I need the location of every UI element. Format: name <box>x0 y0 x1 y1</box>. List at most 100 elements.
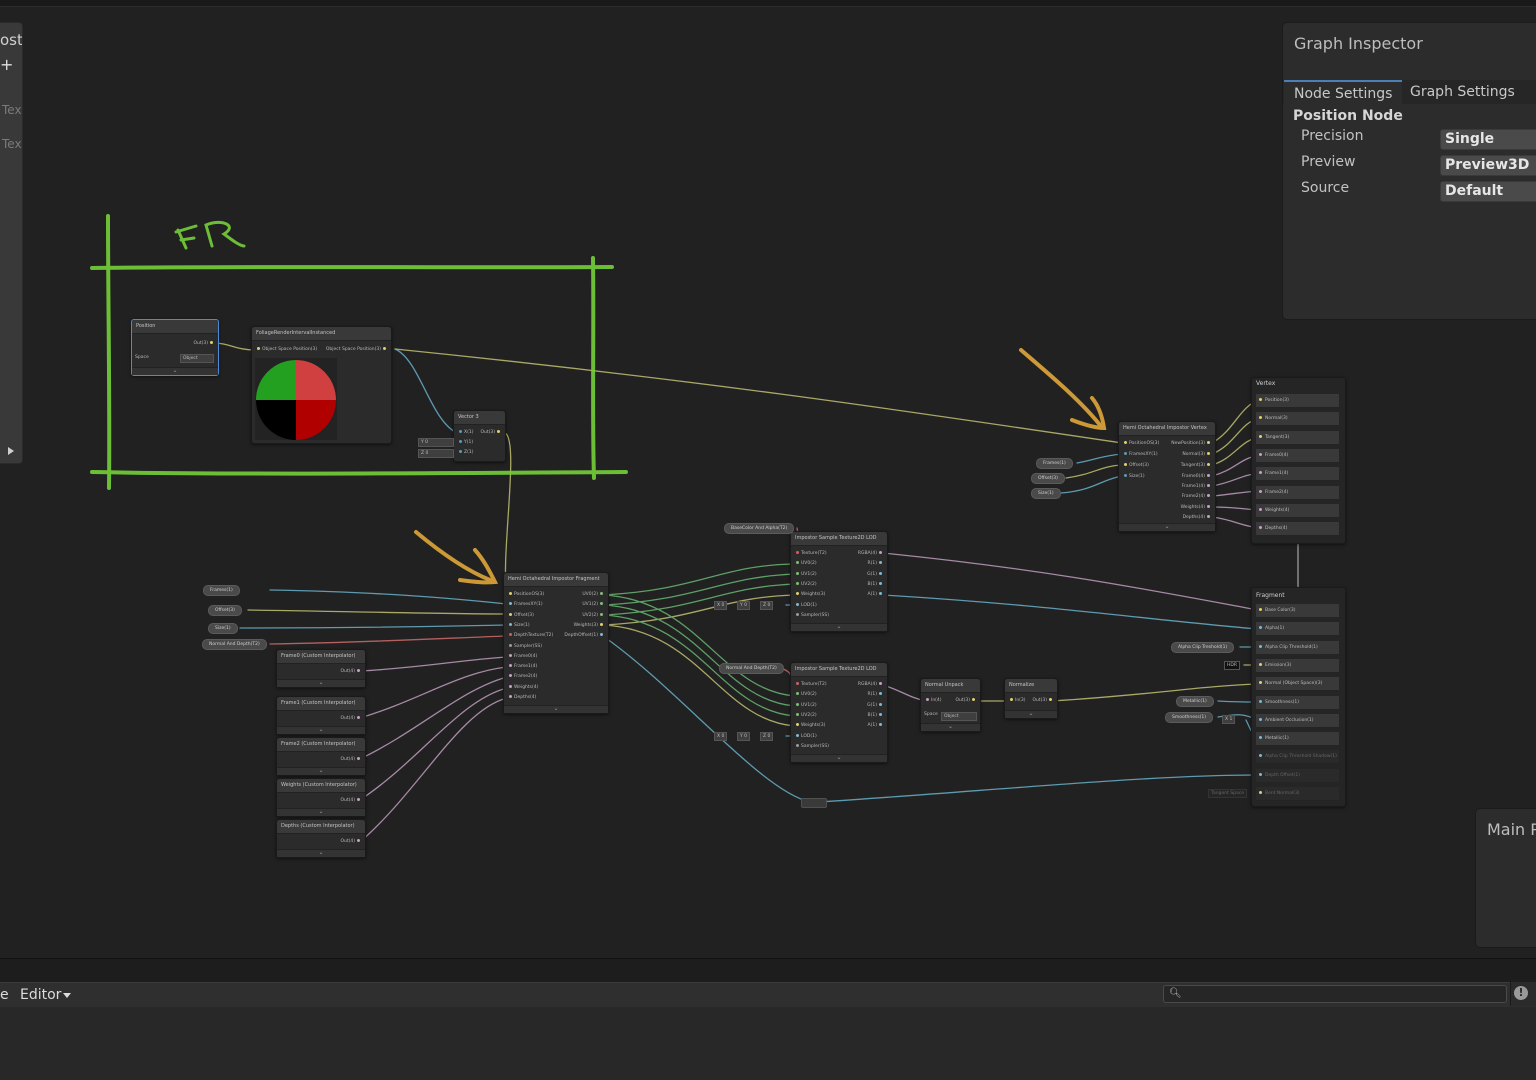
port-in[interactable]: UV0(2) <box>794 690 817 700</box>
vector3-z-input[interactable]: Z 0 <box>418 449 454 458</box>
port-in[interactable]: Depths(4) <box>507 693 536 703</box>
shader-graph-canvas[interactable]: FR ost + Tex Tex Position Out(3) Space O… <box>0 0 1536 958</box>
port-out[interactable]: NewPosition(3) <box>1171 439 1212 449</box>
add-property-button[interactable]: + <box>0 55 14 74</box>
port-out[interactable]: Depths(4) <box>1183 513 1212 523</box>
property-normal-depth[interactable]: Normal And Depth(T2) <box>202 639 267 650</box>
collapse-chevron-icon[interactable]: ⌄ <box>132 367 218 375</box>
port-in[interactable]: PositionOS(3) <box>1122 439 1159 449</box>
port-in[interactable]: In(4) <box>924 696 942 706</box>
port-in[interactable]: Offset(3) <box>1122 461 1149 471</box>
port-out[interactable]: B(1) <box>868 711 884 721</box>
interp-node-frame0[interactable]: Frame0 (Custom Interpolator) Out(4) ⌄ <box>276 649 366 688</box>
port-in[interactable]: In(3) <box>1008 696 1026 706</box>
port-in[interactable]: Sampler(SS) <box>794 742 829 752</box>
stack-block[interactable]: Alpha Clip Threshold(1) <box>1256 640 1339 655</box>
port-out[interactable]: Out(4) <box>340 667 362 677</box>
port-out[interactable]: UV0(2) <box>582 590 605 600</box>
port-in[interactable]: X(1) <box>457 428 473 438</box>
source-dropdown[interactable]: Default <box>1440 181 1536 202</box>
property-size[interactable]: Size(1) <box>208 623 238 634</box>
port-in[interactable]: LOD(1) <box>794 601 817 611</box>
port-out[interactable]: A(1) <box>868 590 884 600</box>
stack-block[interactable]: Bent Normal(3) <box>1256 787 1339 801</box>
port-out[interactable]: RGBA(4) <box>858 680 884 690</box>
collapse-chevron-icon[interactable]: ⌄ <box>791 623 887 631</box>
impostor-fragment-node[interactable]: Hemi Octahedral Impostor Fragment ⌄ Posi… <box>503 572 609 714</box>
port-out[interactable]: G(1) <box>867 701 884 711</box>
port-out[interactable]: Tangent(3) <box>1181 461 1212 471</box>
property-normal-depth-2[interactable]: Normal And Depth(T2) <box>719 663 784 674</box>
property-offset[interactable]: Offset(3) <box>1031 473 1065 484</box>
stack-block[interactable]: Alpha(1) <box>1256 622 1339 637</box>
stack-block[interactable]: Emission(3) <box>1256 658 1339 673</box>
normal-unpack-node[interactable]: Normal Unpack In(4) Out(3) Space Object … <box>920 678 981 732</box>
stack-block[interactable]: Base Color(3) <box>1256 604 1339 618</box>
stack-block[interactable]: Frame1(4) <box>1256 467 1339 482</box>
collapse-chevron-icon[interactable]: ⌄ <box>277 726 365 734</box>
port-in[interactable]: Frame1(4) <box>507 662 537 672</box>
collapse-chevron-icon[interactable]: ⌄ <box>277 767 365 775</box>
property-offset[interactable]: Offset(3) <box>208 605 242 616</box>
port-in[interactable]: Z(1) <box>457 448 473 458</box>
stack-block[interactable]: Normal (Object Space)(3) <box>1256 677 1339 692</box>
port-out[interactable]: Out(3) <box>955 696 977 706</box>
port-out[interactable]: UV2(2) <box>582 611 605 621</box>
port-out[interactable]: B(1) <box>868 580 884 590</box>
interp-node-frame1[interactable]: Frame1 (Custom Interpolator) Out(4) ⌄ <box>276 696 366 735</box>
vector3-node[interactable]: Vector 3 X(1) Y(1) Z(1) Out(3) <box>453 410 506 462</box>
impostor-vertex-node[interactable]: Hemi Octahedral Impostor Vertex Position… <box>1118 421 1216 532</box>
stack-block[interactable]: Ambient Occlusion(1) <box>1256 713 1339 728</box>
property-size[interactable]: Size(1) <box>1031 488 1061 499</box>
property-smoothness[interactable]: Smoothness(1) <box>1165 712 1214 723</box>
property-frames[interactable]: Frames(1) <box>203 585 240 596</box>
port-in[interactable]: UV2(2) <box>794 711 817 721</box>
port-out[interactable]: Out(4) <box>340 755 362 765</box>
collapse-chevron-icon[interactable]: ⌄ <box>504 705 608 713</box>
port-in[interactable]: Frame0(4) <box>507 652 537 662</box>
port-in[interactable]: Weights(3) <box>794 721 825 731</box>
collapse-chevron-icon[interactable]: ⌄ <box>277 808 365 816</box>
port-out[interactable]: G(1) <box>867 570 884 580</box>
port-in[interactable]: Size(1) <box>1122 472 1145 482</box>
port-in[interactable]: Texture(T2) <box>794 680 827 690</box>
vector3-y-input[interactable]: Y 0 <box>418 438 454 447</box>
stack-block[interactable]: Depths(4) <box>1256 522 1339 537</box>
redirect-node[interactable] <box>801 798 827 808</box>
port-in[interactable]: Weights(4) <box>507 683 538 693</box>
stack-block[interactable]: Metallic(1) <box>1256 732 1339 747</box>
port-in[interactable]: UV1(2) <box>794 570 817 580</box>
impostor-sample-node-2[interactable]: Impostor Sample Texture2D LOD ⌄ Texture(… <box>790 662 888 763</box>
x1-input[interactable]: X 1 <box>1222 715 1236 724</box>
interp-node-depths[interactable]: Depths (Custom Interpolator) Out(4) ⌄ <box>276 819 366 858</box>
console-search-input[interactable]: 🔍︎ <box>1163 985 1507 1003</box>
port-out[interactable]: Out(4) <box>340 837 362 847</box>
port-in[interactable]: Y(1) <box>457 438 473 448</box>
port-out[interactable]: Frame0(4) <box>1182 472 1212 482</box>
main-preview-panel[interactable]: Main P <box>1475 808 1536 948</box>
port-out[interactable]: Weights(4) <box>1181 503 1212 513</box>
stack-block[interactable]: Tangent(3) <box>1256 430 1339 445</box>
port-in[interactable]: FramesXY(1) <box>1122 450 1158 460</box>
normalize-node[interactable]: Normalize In(3) Out(3) ⌄ <box>1004 678 1058 719</box>
space-dropdown[interactable]: Object <box>180 354 214 363</box>
port-in[interactable]: Sampler(SS) <box>507 642 542 652</box>
property-metallic[interactable]: Metallic(1) <box>1176 696 1214 707</box>
lod-x-input[interactable]: X 0 <box>714 601 728 610</box>
port-in[interactable]: PositionOS(3) <box>507 590 544 600</box>
collapse-chevron-icon[interactable]: ⌄ <box>1119 523 1215 531</box>
space-dropdown[interactable]: Object <box>941 712 977 721</box>
collapse-chevron-icon[interactable]: ⌄ <box>277 679 365 687</box>
port-out[interactable]: Out(3) <box>1032 696 1054 706</box>
port-in[interactable]: FramesXY(1) <box>507 600 543 610</box>
port-in[interactable]: Frame2(4) <box>507 672 537 682</box>
port-in[interactable]: Sampler(SS) <box>794 611 829 621</box>
port-in[interactable]: UV2(2) <box>794 580 817 590</box>
stack-block[interactable]: Frame0(4) <box>1256 448 1339 463</box>
property-frames[interactable]: Frames(1) <box>1036 458 1073 469</box>
port-out[interactable]: R(1) <box>867 690 884 700</box>
interp-node-weights[interactable]: Weights (Custom Interpolator) Out(4) ⌄ <box>276 778 366 817</box>
stack-block[interactable]: Alpha Clip Threshold Shadow(1) <box>1256 750 1339 765</box>
hdr-color-swatch[interactable]: HDR <box>1224 661 1240 670</box>
port-out[interactable]: UV1(2) <box>582 600 605 610</box>
